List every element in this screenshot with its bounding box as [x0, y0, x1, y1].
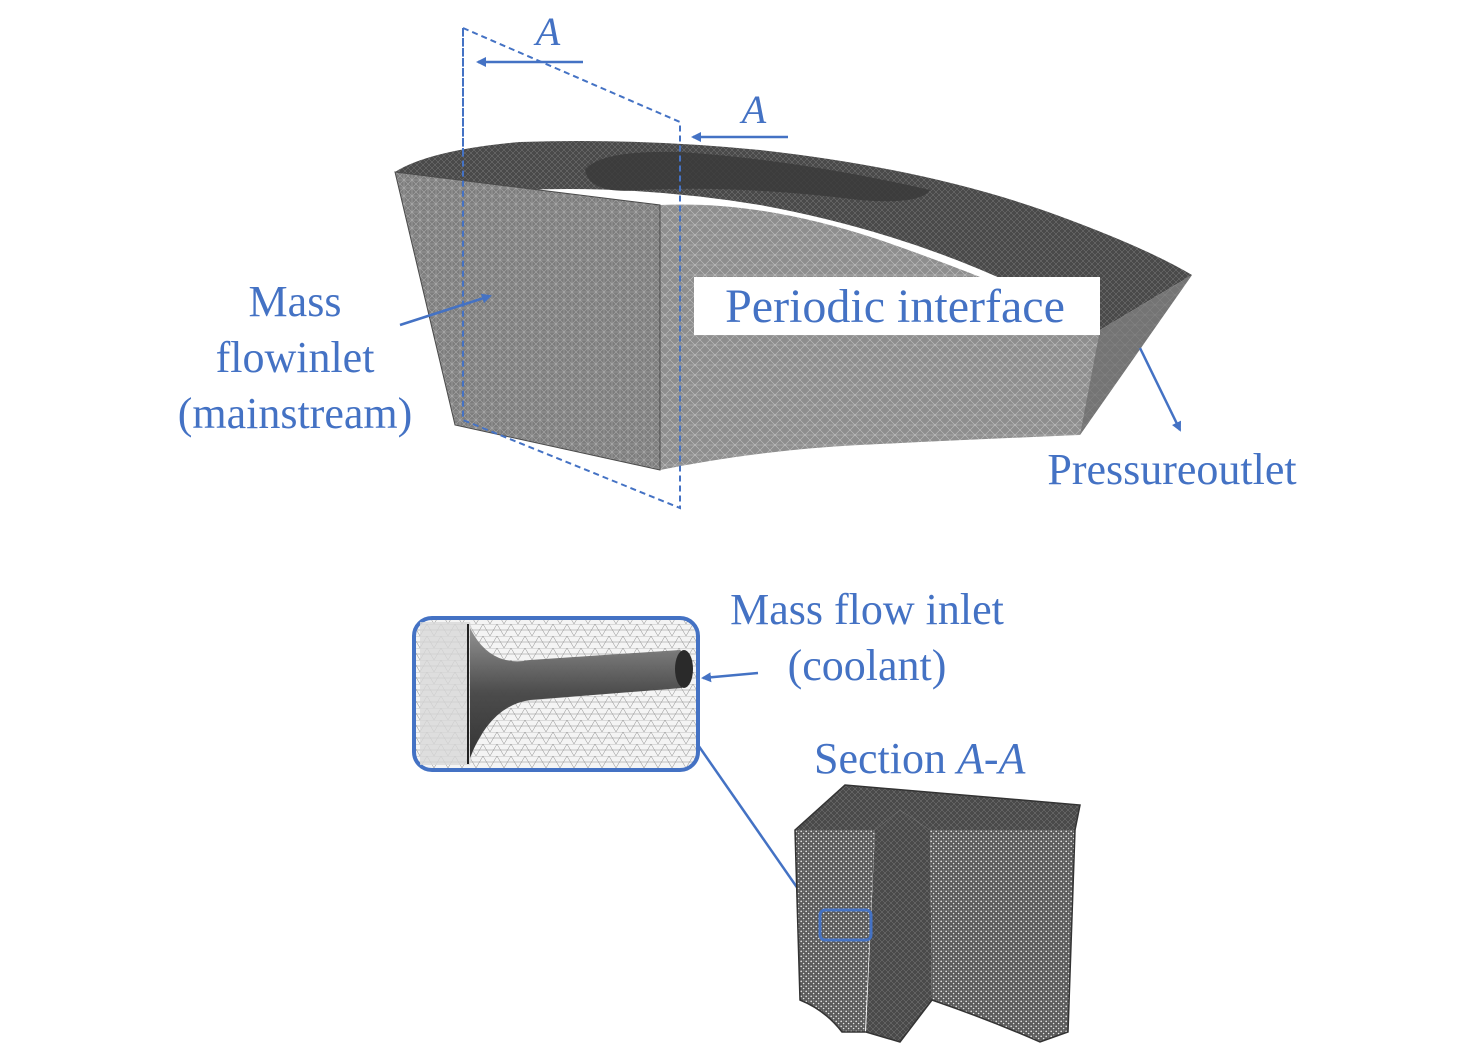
mass-flow-inlet-main-line3: (mainstream)	[178, 389, 413, 438]
pressure-outlet-arrow	[1138, 347, 1182, 432]
periodic-interface-label: Periodic interface	[725, 280, 1065, 333]
section-label-name: A-A	[954, 734, 1027, 783]
section-label: Section A-A	[814, 734, 1027, 783]
periodic-interface-box	[694, 277, 1100, 335]
coolant-hole-inset	[412, 616, 700, 772]
passage-side-face	[660, 204, 1192, 470]
blade-passage-mesh	[394, 141, 1192, 471]
pressure-outlet-label: Pressureoutlet	[1047, 445, 1296, 494]
section-marker-left: A	[533, 9, 561, 54]
outlet-face	[1080, 275, 1192, 435]
mass-flow-inlet-main-line1: Mass	[249, 277, 342, 326]
inlet-face	[394, 171, 661, 471]
mass-flow-inlet-main-line2: flowinlet	[216, 333, 375, 382]
section-label-prefix: Section	[814, 734, 957, 783]
passage-top-surface	[395, 141, 1192, 330]
mass-flow-inlet-coolant-line2: (coolant)	[788, 641, 947, 690]
coolant-inlet-arrow	[701, 671, 759, 683]
section-aa-mesh	[794, 784, 1081, 1043]
section-marker-right: A	[739, 87, 767, 132]
section-zoom-box	[818, 908, 873, 942]
mass-flow-inlet-main-arrow	[399, 293, 492, 327]
mass-flow-inlet-coolant-line1: Mass flow inlet	[730, 585, 1004, 634]
blade-profile	[585, 151, 930, 202]
section-plane	[462, 26, 681, 510]
